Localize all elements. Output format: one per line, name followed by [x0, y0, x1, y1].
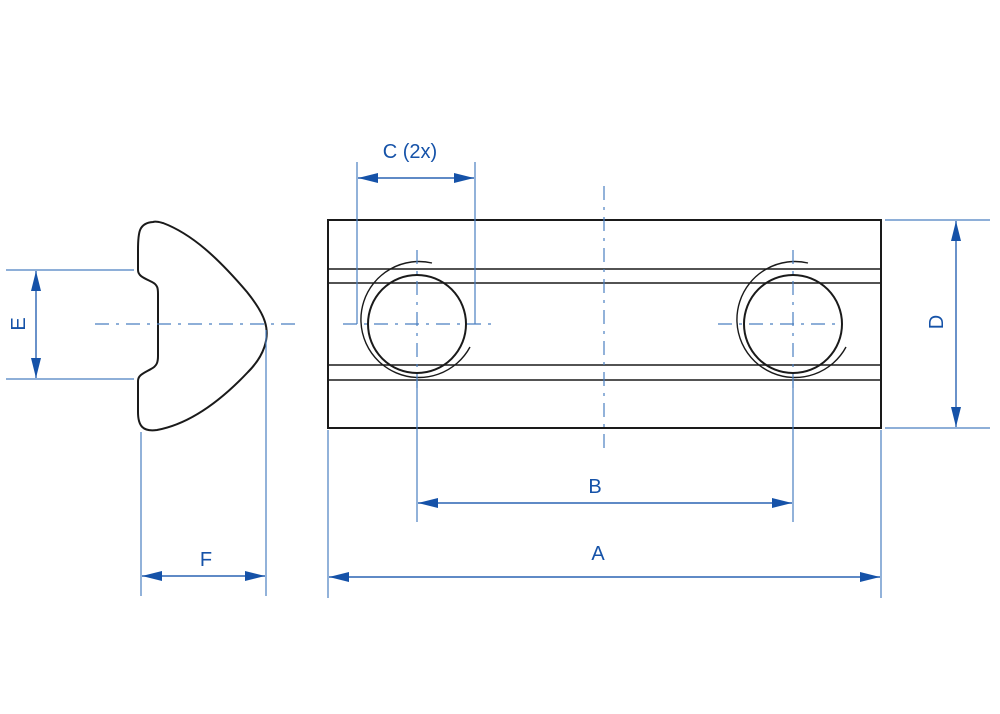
f-dimension-label: F — [200, 549, 212, 571]
b-dimension-label: B — [588, 476, 601, 498]
right-threaded-hole — [736, 260, 847, 379]
left-threaded-hole — [360, 260, 471, 379]
side-profile-outline — [137, 220, 268, 432]
c-dimension-label: C (2x) — [383, 141, 437, 163]
front-view: C (2x) B A D — [327, 141, 990, 598]
d-dimension-label: D — [926, 315, 948, 329]
left-hole-thread — [360, 260, 471, 379]
left-hole-circle — [367, 274, 467, 374]
a-dimension-label: A — [591, 543, 605, 565]
e-dimension-label: E — [8, 317, 30, 330]
right-hole-circle — [743, 274, 843, 374]
right-hole-thread — [736, 260, 847, 379]
side-view: E F — [6, 220, 302, 596]
